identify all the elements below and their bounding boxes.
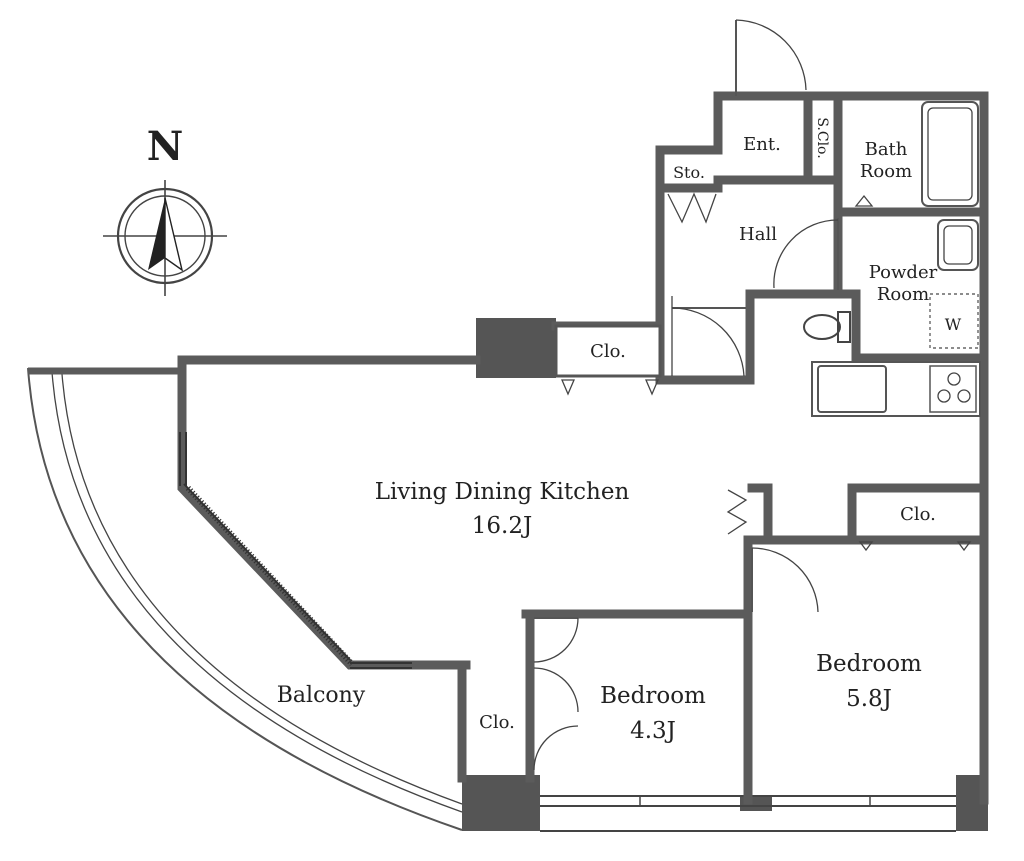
- bedroom-closet-door-swing-2: [533, 725, 579, 771]
- bedroom-right-door-swing: [751, 547, 819, 613]
- entrance-name: Ent.: [743, 134, 781, 155]
- closet-left-bed-name: Clo.: [479, 712, 515, 733]
- closet-right-door-mark-1: [858, 541, 874, 552]
- bedroom-left-name: Bedroom: [600, 683, 706, 709]
- cooktop: [929, 365, 977, 413]
- powder-line2: Room: [877, 284, 929, 305]
- compass: N: [103, 123, 227, 296]
- entrance-door-swing: [735, 19, 807, 91]
- bedroom-closet-door-swing-1: [533, 667, 579, 713]
- storage-door-bifold: [667, 192, 717, 224]
- interior-walls: [457, 91, 989, 805]
- bedroom-left-door-swing: [533, 617, 579, 663]
- ldk-closet-door-bifold: [726, 489, 748, 535]
- toilet: [803, 311, 851, 343]
- bedroom-left-size: 4.3J: [630, 718, 676, 744]
- powder-line1: Powder: [869, 262, 938, 283]
- room-labels: Living Dining Kitchen 16.2J Bedroom 4.3J…: [277, 117, 962, 744]
- compass-needle-dark: [148, 198, 165, 270]
- toilet-bowl: [803, 314, 841, 340]
- closet-hall-box: [554, 324, 662, 378]
- bath-door-mark: [854, 194, 874, 207]
- kitchen-sink: [817, 365, 887, 413]
- burner-3: [947, 372, 961, 386]
- bathtub: [921, 101, 979, 207]
- doors: [533, 19, 972, 771]
- bath-line2: Room: [860, 161, 912, 182]
- diagonal-window: [179, 432, 412, 669]
- counter-outline: [811, 361, 981, 417]
- shoe-closet-name: S.Clo.: [814, 117, 830, 158]
- burner-1: [937, 389, 951, 403]
- kitchen-counter: [811, 361, 981, 417]
- burner-2: [957, 389, 971, 403]
- bath-line1: Bath: [865, 139, 908, 160]
- washer-label: W: [945, 315, 962, 334]
- storage-name: Sto.: [673, 163, 705, 182]
- balcony-railing: [27, 367, 463, 831]
- closet-hall-door-mark-2: [645, 379, 659, 396]
- closet-right-name: Clo.: [900, 504, 936, 525]
- hall-door-swing: [671, 307, 745, 377]
- column-bottom-left: [462, 775, 540, 831]
- ldk-size: 16.2J: [472, 513, 532, 539]
- hall-name: Hall: [739, 224, 777, 245]
- balcony-arc-inner-1: [51, 371, 463, 813]
- wash-basin-inner: [943, 225, 973, 265]
- toilet-tank: [837, 311, 851, 343]
- closet-right-door-mark-2: [956, 541, 972, 552]
- bedroom-right-size: 5.8J: [846, 686, 892, 712]
- washer-space: [929, 293, 979, 349]
- balcony-arc-outer: [27, 367, 463, 831]
- ldk-name: Living Dining Kitchen: [375, 479, 630, 505]
- compass-north-label: N: [147, 123, 184, 170]
- balcony-name: Balcony: [277, 683, 366, 708]
- wash-basin: [937, 219, 979, 271]
- balcony-arc-inner-2: [61, 373, 463, 805]
- bathtub-inner: [927, 107, 973, 201]
- closet-hall-door-mark-1: [561, 379, 575, 396]
- column-top: [476, 318, 556, 378]
- bedroom-right-name: Bedroom: [816, 651, 922, 677]
- closet-hall-name: Clo.: [590, 341, 626, 362]
- compass-needle-light: [164, 197, 184, 272]
- powder-door-swing: [773, 219, 839, 289]
